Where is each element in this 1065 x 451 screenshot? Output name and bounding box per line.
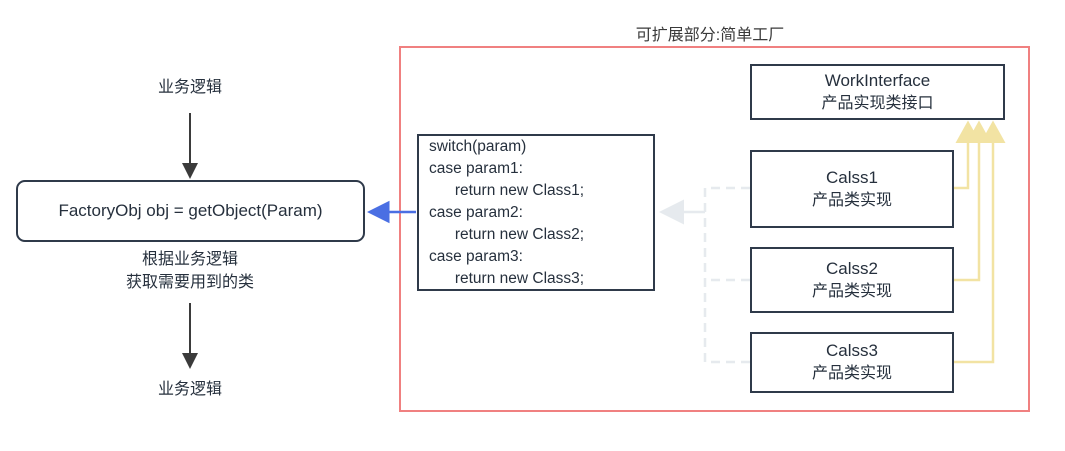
class2-subtitle: 产品类实现: [811, 282, 892, 300]
class1-node[interactable]: Calss1 产品类实现: [750, 150, 954, 228]
factory-obj-text: FactoryObj obj = getObject(Param): [58, 200, 323, 220]
factory-obj-node[interactable]: FactoryObj obj = getObject(Param): [16, 180, 365, 242]
work-interface-subtitle: 产品实现类接口: [821, 94, 934, 112]
class2-node[interactable]: Calss2 产品类实现: [750, 247, 954, 313]
label-business-logic-bottom: 业务逻辑: [157, 381, 222, 398]
extensible-region-border: [399, 46, 1030, 412]
label-business-logic-top: 业务逻辑: [157, 79, 222, 96]
class2-title: Calss2: [826, 258, 878, 278]
class1-subtitle: 产品类实现: [811, 191, 892, 209]
switch-statement-code: switch(param) case param1: return new Cl…: [429, 137, 585, 287]
class3-node[interactable]: Calss3 产品类实现: [750, 332, 954, 393]
region-title-label: 可扩展部分:简单工厂: [635, 27, 785, 44]
work-interface-node[interactable]: WorkInterface 产品实现类接口: [750, 64, 1005, 120]
work-interface-title: WorkInterface: [824, 70, 931, 90]
class3-subtitle: 产品类实现: [811, 365, 892, 383]
class1-title: Calss1: [826, 167, 878, 187]
switch-statement-node[interactable]: switch(param) case param1: return new Cl…: [417, 134, 655, 291]
label-middle-note: 根据业务逻辑 获取需要用到的类: [125, 251, 254, 292]
class3-title: Calss3: [826, 341, 878, 361]
